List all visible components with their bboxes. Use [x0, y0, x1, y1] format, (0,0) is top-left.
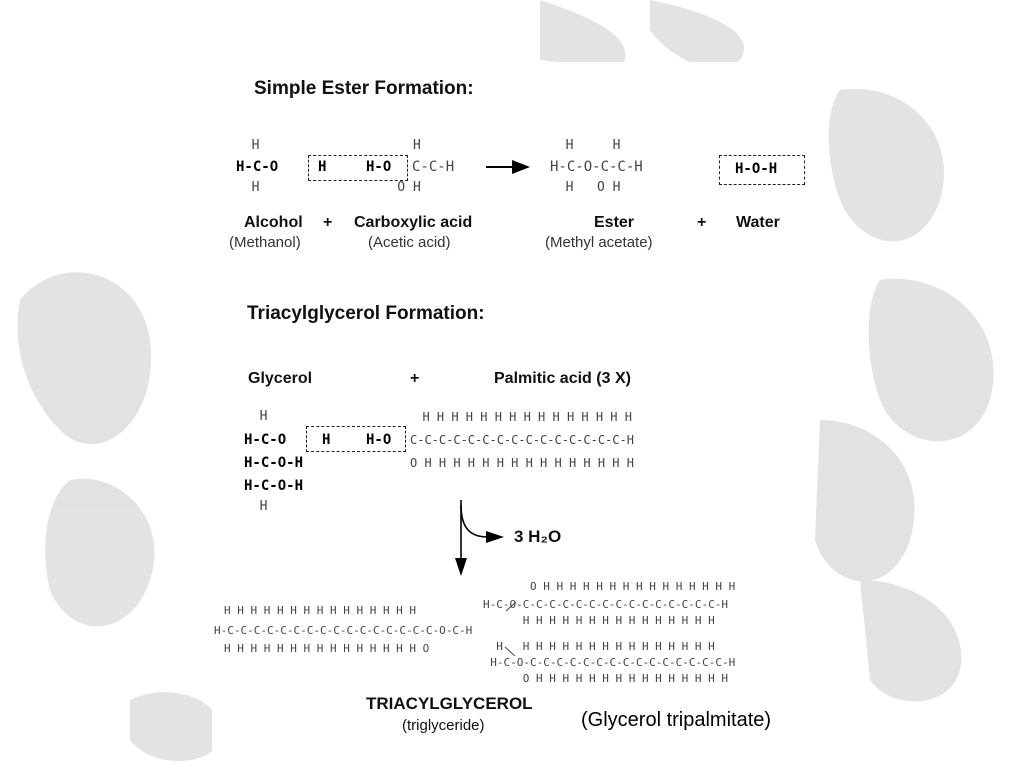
carboxylic-acid-label: Carboxylic acid	[354, 214, 473, 231]
plus-sign-2: +	[697, 214, 707, 231]
methanol-name: (Methanol)	[229, 234, 301, 251]
simple-ester-heading: Simple Ester Formation:	[254, 78, 474, 99]
plus-sign-1: +	[323, 214, 333, 231]
removed-water-box-alcohol	[308, 155, 408, 181]
water-box	[719, 155, 805, 185]
product-top-chain-bottom-row: H H H H H H H H H H H H H H H	[483, 614, 715, 627]
product-top-chain-middle-row: H-C-O-C-C-C-C-C-C-C-C-C-C-C-C-C-C-C-H	[483, 598, 729, 611]
water-label: Water	[736, 214, 780, 231]
product-connector-lines	[504, 601, 517, 657]
glycerol-row-1: H-C-O	[244, 432, 287, 448]
product-bottom-chain-middle-row: H-C-O-C-C-C-C-C-C-C-C-C-C-C-C-C-C-C-H	[477, 656, 736, 669]
triacylglycerol-heading: Triacylglycerol Formation:	[247, 303, 485, 324]
glycerol-row-4: H	[244, 499, 268, 514]
ester-top-row: H H	[550, 138, 621, 153]
ester-label: Ester	[594, 214, 635, 231]
methanol-top-row: H	[236, 138, 260, 153]
palmitic-acid-label: Palmitic acid (3 X)	[494, 370, 631, 387]
product-top-chain-top-row: O H H H H H H H H H H H H H H H	[530, 580, 736, 593]
acetic-hydroxyl: H-O	[366, 159, 392, 175]
product-left-bottom-row: H H H H H H H H H H H H H H H O	[224, 642, 430, 655]
product-left-top-row: H H H H H H H H H H H H H H H	[224, 604, 417, 617]
glycerol-row-3: H-C-O-H	[244, 478, 304, 494]
ester-bottom-row: H O H	[550, 180, 621, 195]
acetic-acid-name: (Acetic acid)	[368, 234, 451, 251]
methyl-acetate-name: (Methyl acetate)	[545, 234, 653, 251]
triacylglycerol-name: TRIACYLGLYCEROL	[366, 694, 533, 713]
methanol-hydrogen: H	[318, 159, 327, 175]
product-bottom-chain-bottom-row: O H H H H H H H H H H H H H H H	[483, 672, 729, 685]
ester-middle-row: H-C-O-C-C-H	[550, 159, 643, 175]
palmitic-bottom-row: O H H H H H H H H H H H H H H H	[410, 456, 634, 470]
glycerol-row-2: H-C-O-H	[244, 455, 304, 471]
acetic-top-row: H	[366, 138, 421, 153]
ester-reaction-arrow	[486, 160, 530, 174]
acetic-carbon-chain: C-C-H	[412, 159, 455, 175]
palmitic-top-row: H H H H H H H H H H H H H H H	[408, 410, 632, 424]
palmitic-hydroxyl: H-O	[366, 432, 392, 448]
removed-water-box-glycerol	[306, 426, 406, 452]
product-left-middle-row: H-C-C-C-C-C-C-C-C-C-C-C-C-C-C-C-C-O-C-H	[214, 624, 473, 637]
diagram-panel	[212, 62, 812, 768]
water-product-label: 3 H₂O	[514, 527, 562, 546]
product-bottom-chain-top-row: H H H H H H H H H H H H H H H H	[483, 640, 715, 653]
methanol-middle-row: H-C-O	[236, 159, 279, 175]
water-formula: H-O-H	[735, 161, 778, 177]
acetic-bottom-row: O H	[366, 180, 421, 195]
methanol-bottom-row: H	[236, 180, 260, 195]
tag-reaction-arrow	[455, 500, 504, 576]
glycerol-row-0: H	[244, 409, 268, 424]
glycerol-label: Glycerol	[248, 370, 313, 387]
triglyceride-alias: (triglyceride)	[402, 717, 485, 734]
glycerol-hydrogen: H	[322, 432, 331, 448]
palmitic-carbon-chain: C-C-C-C-C-C-C-C-C-C-C-C-C-C-C-H	[410, 433, 634, 447]
glycerol-tripalmitate-note: (Glycerol tripalmitate)	[581, 709, 772, 731]
alcohol-label: Alcohol	[244, 214, 303, 231]
plus-sign-3: +	[410, 370, 420, 387]
